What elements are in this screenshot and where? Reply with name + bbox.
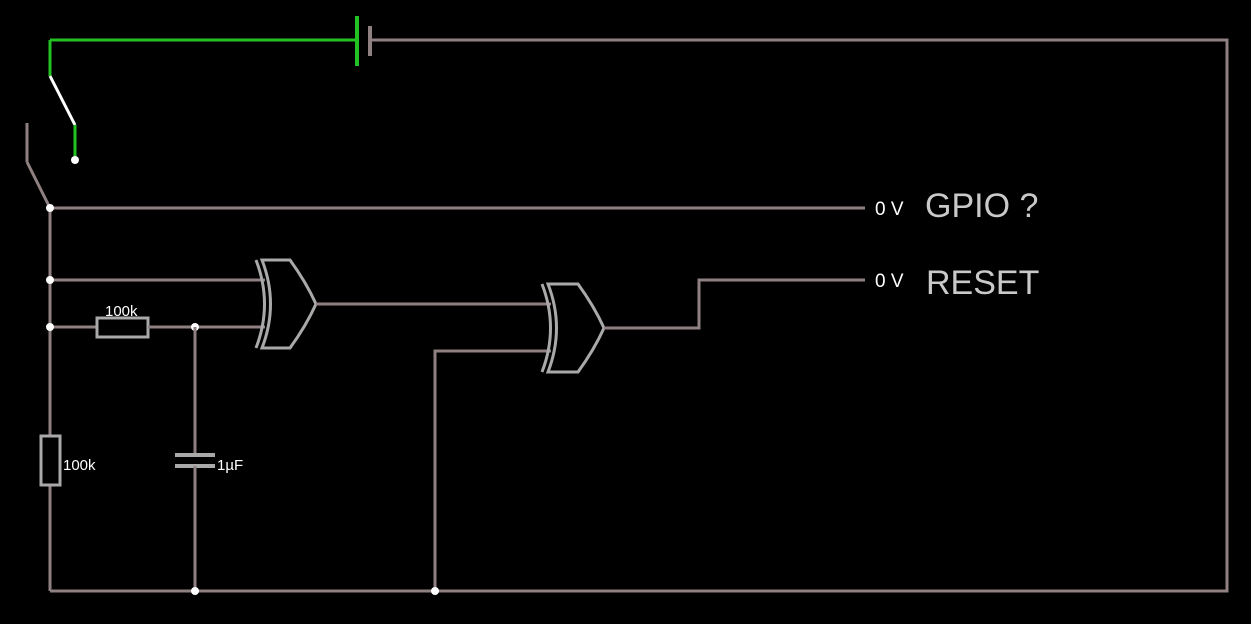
capacitor-label: 1µF bbox=[217, 457, 243, 474]
bottom-nodes bbox=[191, 587, 439, 595]
switch-blade-lower bbox=[25, 161, 52, 209]
supply-return-wire bbox=[50, 38, 1229, 593]
xor2-back-curve bbox=[540, 283, 552, 373]
capacitor: 1µF bbox=[175, 327, 243, 591]
xor2-body bbox=[545, 282, 606, 374]
switch-blade-upper bbox=[48, 75, 77, 126]
gpio-signal-label: GPIO ? bbox=[925, 187, 1038, 225]
xor-gate-1 bbox=[254, 258, 318, 350]
reset-voltage-label: 0 V bbox=[875, 271, 904, 292]
xor-gate-2 bbox=[540, 282, 606, 374]
gpio-voltage-label: 0 V bbox=[875, 199, 904, 220]
resistor-series-label: 100k bbox=[105, 303, 138, 320]
gpio-line: 0 V GPIO ? bbox=[46, 187, 1038, 225]
spdt-switch[interactable] bbox=[25, 40, 79, 209]
xor1-input-a-node bbox=[46, 276, 54, 284]
supply-loop bbox=[50, 16, 1229, 593]
resistor-ground-body bbox=[39, 434, 62, 487]
bottom-node-xor2 bbox=[431, 587, 439, 595]
reset-line: 0 V RESET bbox=[604, 264, 1039, 330]
resistor-series-body bbox=[95, 316, 150, 339]
xor1-body bbox=[259, 258, 318, 350]
bottom-node-capacitor bbox=[191, 587, 199, 595]
xor1-back-curve bbox=[254, 259, 266, 349]
switch-contact-node bbox=[71, 156, 79, 164]
left-rail: 100k bbox=[39, 208, 96, 591]
xor2-input-b-wire bbox=[433, 349, 551, 591]
xor2-input-b bbox=[433, 349, 551, 591]
reset-signal-label: RESET bbox=[926, 264, 1039, 302]
resistor-ground-label: 100k bbox=[63, 457, 96, 474]
xor1-inputs: 100k bbox=[46, 276, 265, 339]
gpio-node bbox=[46, 204, 54, 212]
reset-wire bbox=[604, 278, 865, 330]
xor1-input-b-node bbox=[46, 323, 54, 331]
